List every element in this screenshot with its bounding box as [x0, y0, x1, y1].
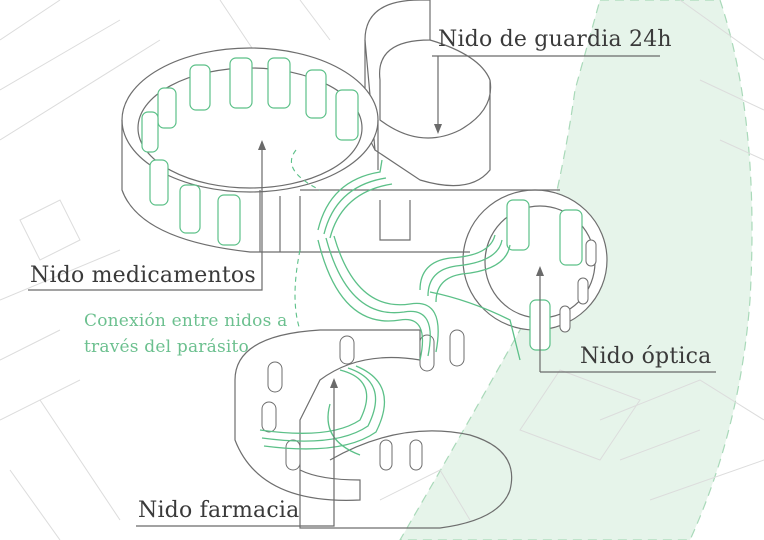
- leader-arrows: [258, 124, 544, 388]
- label-nido-optica: Nido óptica: [580, 344, 712, 369]
- farmacia-slots: [261, 329, 465, 471]
- leader-farmacia: [136, 380, 335, 527]
- parasite-connector: [259, 159, 521, 456]
- leader-medicamentos: [28, 142, 263, 291]
- leader-lines: [28, 55, 716, 527]
- label-nido-guardia: Nido de guardia 24h: [438, 27, 672, 52]
- optica-slots: [559, 239, 597, 333]
- label-nido-farmacia: Nido farmacia: [138, 498, 300, 523]
- parasite-dashed-path: [290, 149, 321, 331]
- label-conexion-line2: través del parásito: [84, 337, 249, 357]
- leader-optica: [539, 268, 716, 373]
- medicamentos-green-columns: [141, 57, 359, 246]
- label-nido-medicamentos: Nido medicamentos: [30, 263, 256, 288]
- label-conexion-line1: Conexión entre nidos a: [84, 311, 288, 331]
- leader-guardia: [432, 55, 660, 132]
